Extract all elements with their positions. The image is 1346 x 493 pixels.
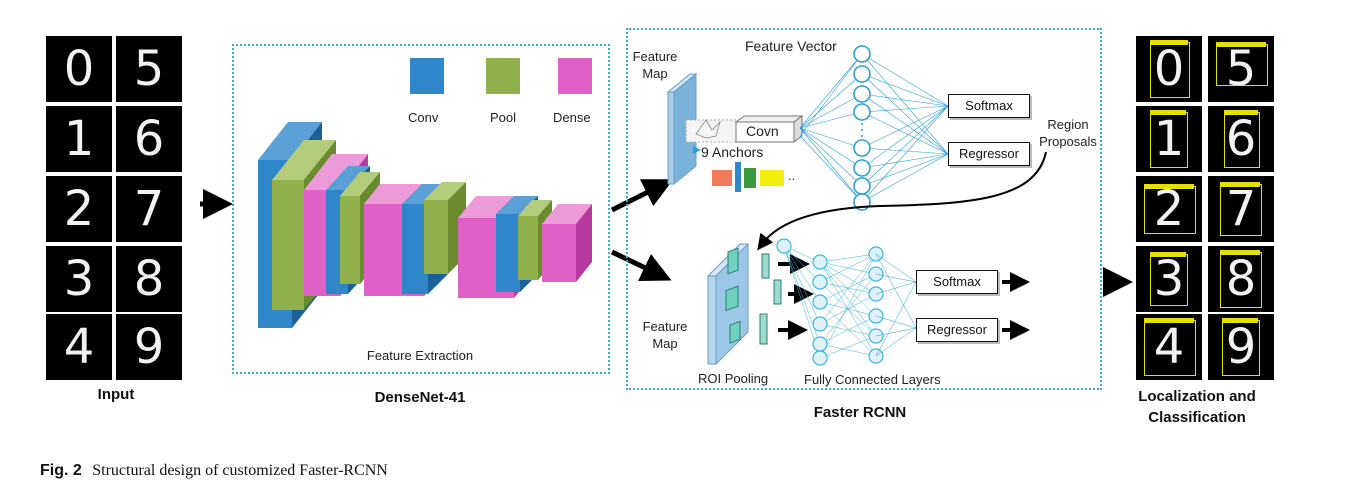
region-proposal-curve: [757, 151, 1047, 251]
legend-dense-label: Dense: [553, 110, 591, 125]
fc-network: [776, 238, 917, 366]
softmax-top-box: Softmax: [948, 94, 1030, 118]
caption-text: Structural design of customized Faster-R…: [92, 462, 388, 479]
regressor-top-box: Regressor: [948, 142, 1030, 166]
covn-region: [686, 115, 804, 143]
block-dense-4: [542, 204, 592, 282]
feature-vector-label: Feature Vector: [745, 38, 837, 54]
roi-to-fc-arrows: [778, 254, 814, 340]
output-digit-0: 0: [1136, 36, 1202, 102]
caption-fig-number: Fig. 2: [40, 462, 82, 479]
input-digit-6: 6: [116, 106, 182, 172]
feature-extraction-label: Feature Extraction: [366, 348, 474, 363]
covn-label: Covn: [746, 123, 779, 139]
input-digit-9: 9: [116, 314, 182, 380]
feature-map-bottom-label: Feature Map: [642, 319, 688, 351]
anchors-label: 9 Anchors: [701, 144, 764, 160]
densenet-label: DenseNet-41: [374, 389, 466, 406]
figure-caption: Fig. 2 Structural design of customized F…: [40, 462, 388, 480]
output-digit-7: 7: [1208, 176, 1274, 242]
densenet-blocks: [258, 122, 592, 328]
input-digit-0: 0: [46, 36, 112, 102]
regressor-bottom-box: Regressor: [916, 318, 998, 342]
output-digit-8: 8: [1208, 246, 1274, 312]
arrow-densenet-to-roi: [610, 249, 672, 282]
output-digit-2: 2: [1136, 176, 1202, 242]
input-digit-7: 7: [116, 176, 182, 242]
arrow-densenet-to-rpn: [610, 179, 674, 213]
output-label: Localization and Classification: [1138, 388, 1256, 426]
legend-conv-swatch: [410, 58, 444, 94]
feature-map-top: [666, 72, 698, 186]
legend-pool-label: Pool: [490, 110, 517, 125]
roi-feature-map: [706, 242, 782, 366]
block-pool-3: [424, 182, 466, 274]
legend-dense-swatch: [558, 58, 592, 94]
input-grid: 0 5 1 6 2 7 3 8 4 9: [46, 36, 182, 380]
output-digit-9: 9: [1208, 314, 1274, 380]
input-label: Input: [97, 386, 135, 403]
faster-rcnn-label: Faster RCNN: [813, 404, 907, 421]
anchor-box-blue: [735, 162, 741, 192]
output-digit-1: 1: [1136, 106, 1202, 172]
anchor-box-green: [744, 168, 756, 188]
fully-connected-label: Fully Connected Layers: [804, 372, 941, 387]
anchor-pointer: [693, 146, 701, 154]
output-digit-3: 3: [1136, 246, 1202, 312]
input-digit-1: 1: [46, 106, 112, 172]
anchor-dots: ..: [788, 168, 796, 183]
faster-rcnn-box: [626, 28, 1102, 390]
input-digit-5: 5: [116, 36, 182, 102]
input-digit-2: 2: [46, 176, 112, 242]
output-digit-6: 6: [1208, 106, 1274, 172]
anchor-box-yellow: [760, 170, 784, 186]
region-proposals-label: Region Proposals: [1039, 117, 1097, 149]
softmax-bottom-box: Softmax: [916, 270, 998, 294]
roi-pooling-label: ROI Pooling: [698, 371, 769, 386]
densenet-box: [232, 44, 610, 374]
output-digit-5: 5: [1208, 36, 1274, 102]
rpn-network: [799, 45, 949, 211]
output-grid: 0 5 1 6 2 7 3 8 4 9: [1136, 36, 1278, 380]
anchor-box-red: [712, 170, 732, 186]
input-digit-4: 4: [46, 314, 112, 380]
legend-pool-swatch: [486, 58, 520, 94]
legend-conv-label: Conv: [408, 110, 439, 125]
output-arrows: [1002, 272, 1030, 340]
output-digit-4: 4: [1136, 314, 1202, 380]
input-digit-8: 8: [116, 246, 182, 312]
input-digit-3: 3: [46, 246, 112, 312]
feature-map-top-label: Feature Map: [632, 49, 678, 81]
